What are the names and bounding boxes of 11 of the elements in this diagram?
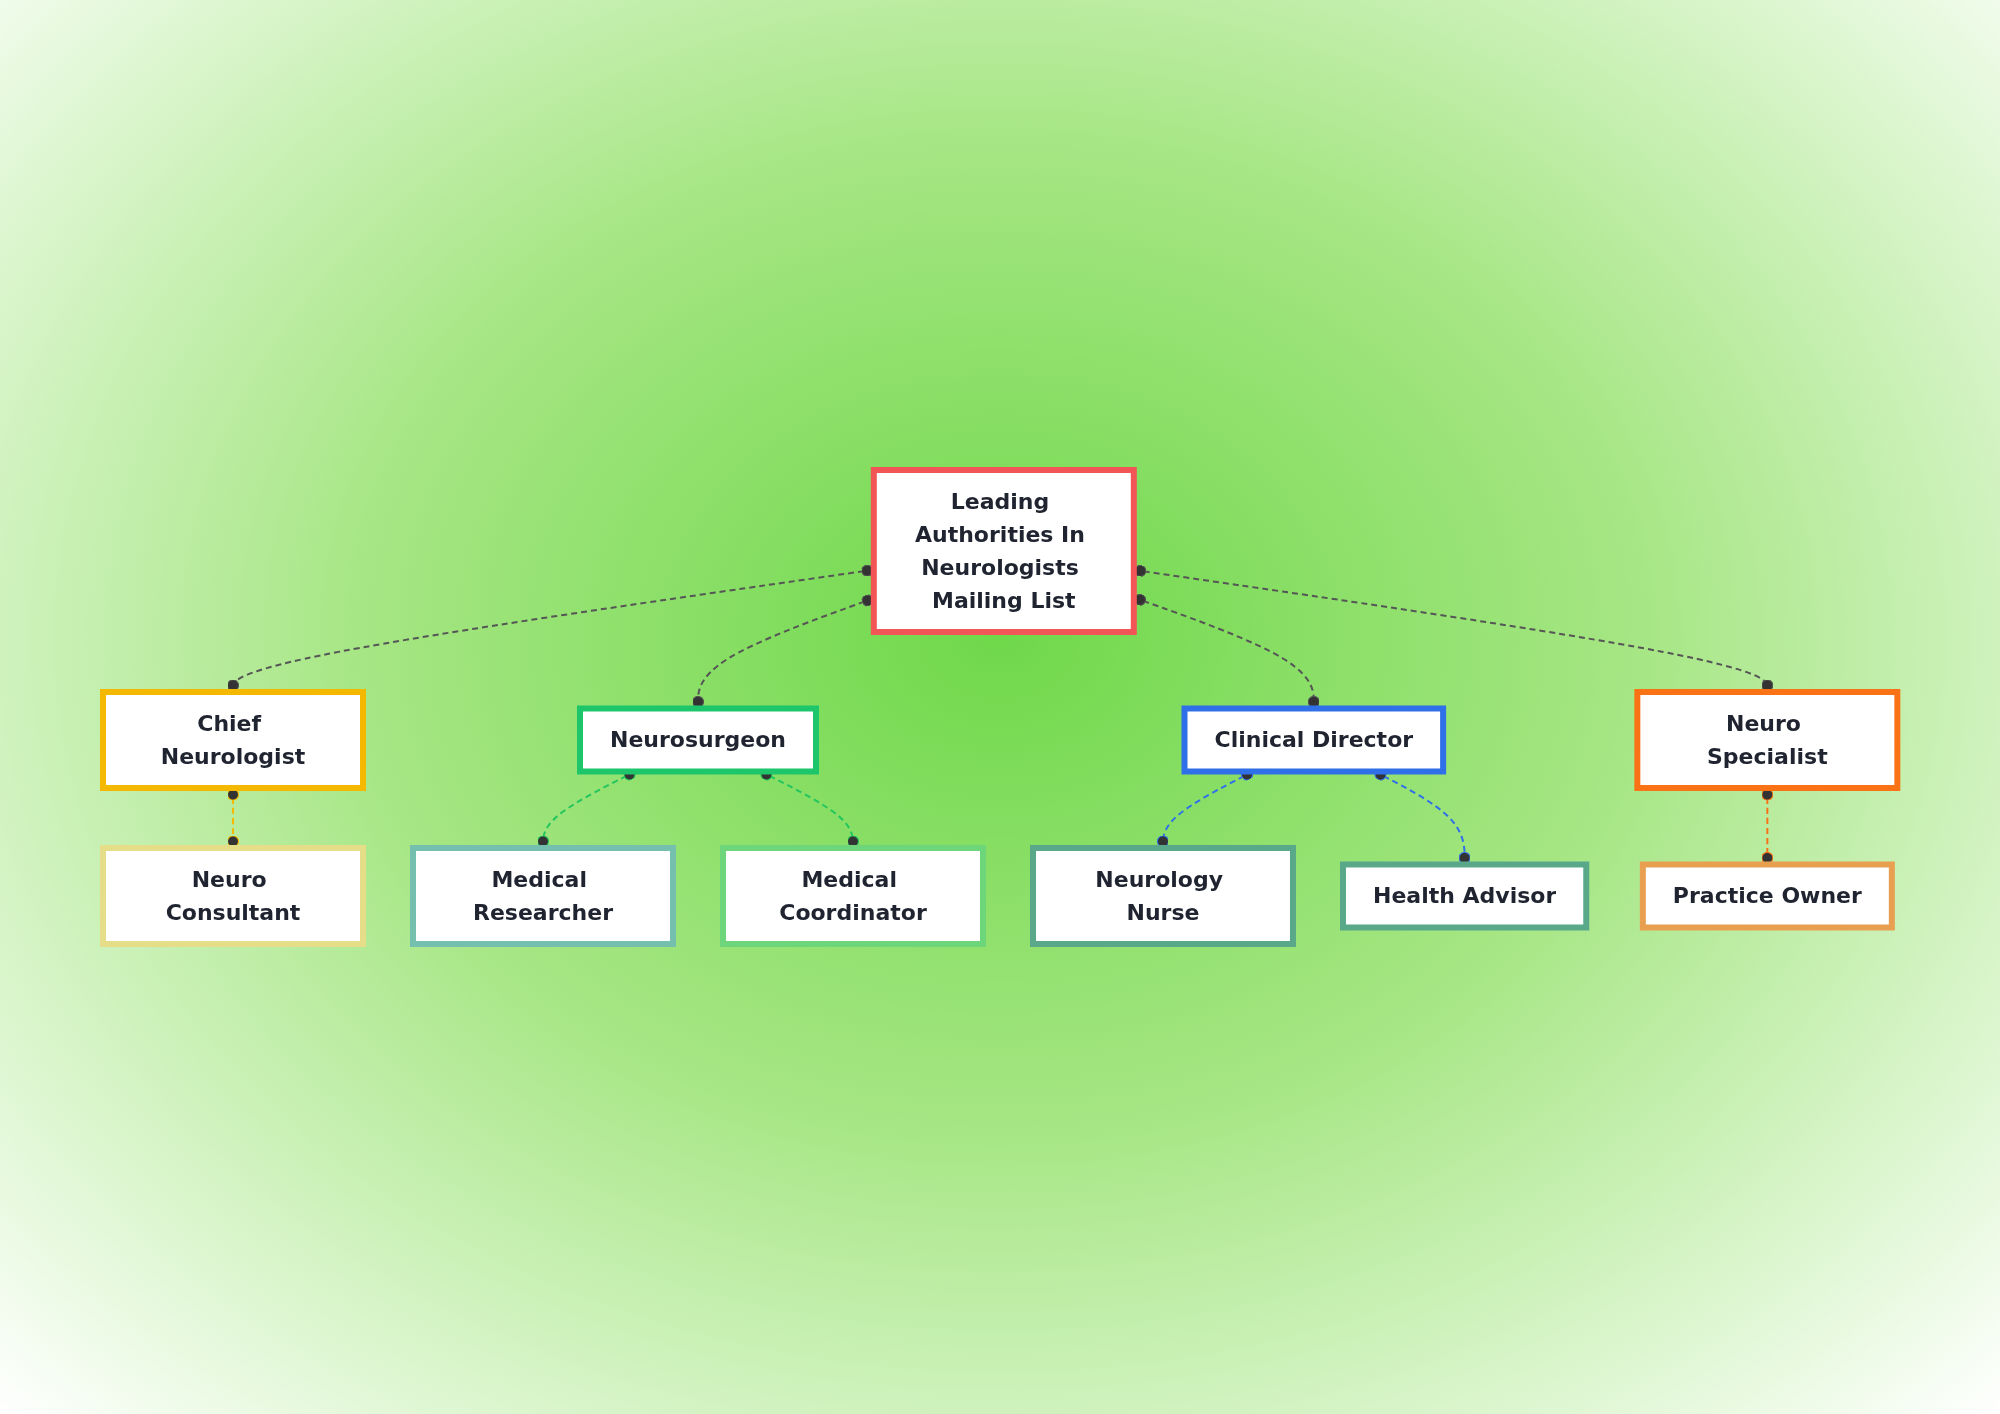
node-box: Neurology Nurse xyxy=(1029,845,1296,947)
node-box: Clinical Director xyxy=(1181,705,1446,775)
node-box: Medical Coordinator xyxy=(719,845,986,947)
node-box: Neuro Specialist xyxy=(1634,689,1901,791)
node-box: Neuro Consultant xyxy=(99,845,366,947)
node-box: Health Advisor xyxy=(1339,861,1590,931)
node-box: Medical Researcher xyxy=(409,845,676,947)
node-box: Practice Owner xyxy=(1639,861,1895,931)
node-box: Leading Authorities In Neurologists Mailing List xyxy=(870,467,1137,635)
node-box: Chief Neurologist xyxy=(99,689,366,791)
node-box: Neurosurgeon xyxy=(576,705,819,775)
